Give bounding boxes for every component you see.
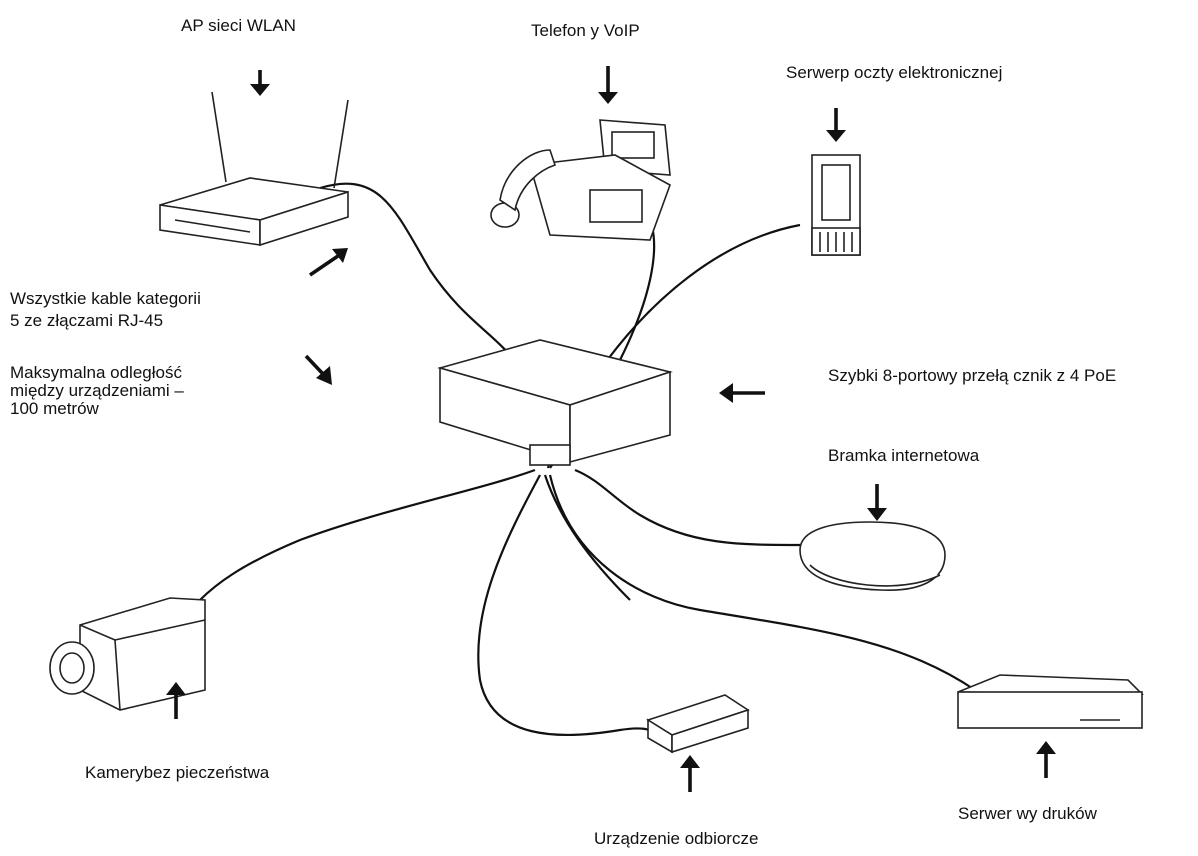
label-printserver: Serwer wy druków xyxy=(958,804,1097,823)
arrow-up-printserver xyxy=(1036,741,1056,778)
label-gateway: Bramka internetowa xyxy=(828,446,980,465)
voip-phone-icon xyxy=(490,119,671,241)
network-switch-icon xyxy=(437,339,673,466)
label-voip: Telefon y VoIP xyxy=(531,21,640,40)
wireless-router-icon xyxy=(159,91,349,247)
arrow-diag-distance xyxy=(304,354,332,385)
receiver-device-icon xyxy=(646,694,750,754)
arrow-down-mail xyxy=(826,108,846,142)
label-cables: Wszystkie kable kategorii 5 ze złączami … xyxy=(10,289,201,330)
cables xyxy=(199,182,976,737)
arrow-down-voip xyxy=(598,66,618,104)
label-distance: Maksymalna odległość między urządzeniami… xyxy=(10,363,184,418)
print-server-icon xyxy=(957,674,1144,729)
cable-camera xyxy=(199,468,536,601)
arrow-up-receiver xyxy=(680,755,700,792)
cable-printserver xyxy=(548,474,976,691)
cable-extra xyxy=(543,474,631,601)
label-ap: AP sieci WLAN xyxy=(181,16,296,35)
label-mail: Serwerp oczty elektronicznej xyxy=(786,63,1003,82)
arrow-up-camera xyxy=(166,682,186,719)
arrow-left-switch xyxy=(719,383,765,403)
label-camera: Kamerybez pieczeństwa xyxy=(85,763,270,782)
cable-gateway xyxy=(574,468,803,547)
arrow-diag-cables xyxy=(308,248,348,277)
arrow-down-gateway xyxy=(867,484,887,521)
security-camera-icon xyxy=(49,597,206,711)
label-receiver: Urządzenie odbiorcze xyxy=(594,829,759,848)
mail-server-icon xyxy=(811,154,861,256)
cable-receiver xyxy=(477,474,661,737)
internet-gateway-icon xyxy=(799,521,946,591)
arrow-down-ap xyxy=(250,70,270,96)
label-switch: Szybki 8-portowy przełą cznik z 4 PoE xyxy=(828,366,1117,385)
